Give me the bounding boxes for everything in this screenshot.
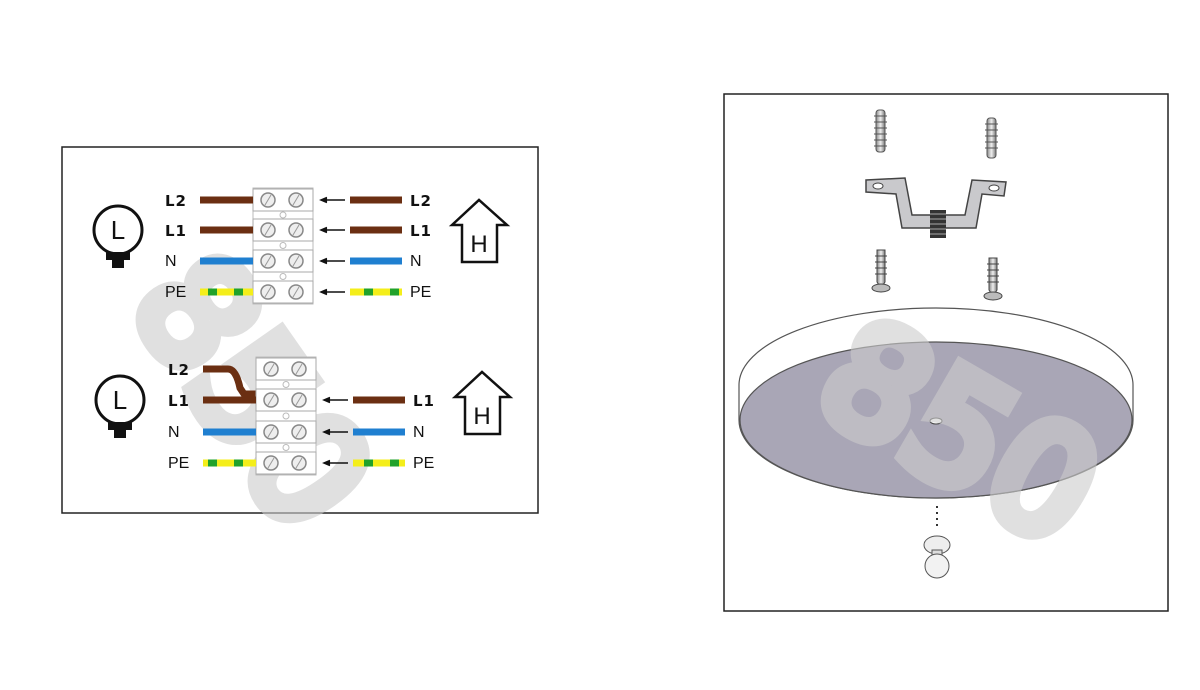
left-wire [203, 396, 256, 404]
house-icon [451, 370, 514, 436]
terminal-screw-slot [292, 194, 300, 206]
arrow-icon [322, 428, 348, 436]
left-wire [200, 288, 253, 296]
terminal-hole [282, 381, 290, 388]
house-letter: H [470, 231, 487, 258]
right-wire-label: N [413, 424, 425, 441]
right-wire-label: L1 [413, 392, 435, 410]
wall-plug-icon [985, 117, 998, 159]
terminal-screw-slot [292, 255, 300, 267]
left-wire-label: L1 [168, 392, 190, 410]
house-letter: H [473, 403, 490, 430]
arrow-icon [319, 226, 345, 234]
terminal-screw-slot [267, 457, 275, 469]
terminal-screw-slot [295, 363, 303, 375]
right-wire [353, 428, 405, 436]
terminal-screw-slot [267, 394, 275, 406]
terminal-screw-slot [292, 286, 300, 298]
right-wire [353, 396, 405, 404]
right-wire [353, 459, 405, 467]
left-wire-label: N [168, 424, 180, 441]
mounting-bracket-icon [865, 177, 1007, 238]
left-wire [203, 459, 256, 467]
right-wire [350, 226, 402, 234]
left-wire [200, 257, 253, 265]
screw-icon [871, 249, 891, 293]
terminal-hole [279, 242, 287, 249]
left-wire-label: PE [168, 455, 189, 472]
right-wire-label: N [410, 253, 422, 270]
right-wire-label: PE [413, 455, 434, 472]
left-wire-label: L2 [165, 192, 187, 210]
left-wire [203, 428, 256, 436]
right-wire-label: PE [410, 284, 431, 301]
terminal-hole [282, 444, 290, 451]
arrow-icon [322, 459, 348, 467]
terminal-screw-slot [295, 457, 303, 469]
screw-icon [983, 257, 1003, 301]
terminal-screw-slot [264, 194, 272, 206]
terminal-screw-slot [264, 286, 272, 298]
terminal-screw-slot [267, 426, 275, 438]
lamp-base-icon [108, 422, 132, 438]
right-wire [350, 196, 402, 204]
arrow-icon [319, 288, 345, 296]
right-wire [350, 288, 402, 296]
finial-knob-icon [923, 535, 951, 579]
terminal-hole [279, 273, 287, 280]
lamp-letter: L [111, 215, 125, 245]
left-wire-label: L2 [168, 361, 190, 379]
wall-plug-icon [874, 109, 887, 153]
mounting-diagram-panel: 850 [723, 93, 1169, 612]
left-wire-label: PE [165, 284, 186, 301]
left-wire [200, 226, 253, 234]
terminal-screw-slot [267, 363, 275, 375]
lamp-letter: L [113, 385, 127, 415]
terminal-screw-slot [295, 426, 303, 438]
left-wire [200, 196, 253, 204]
left-wire-label: N [165, 253, 177, 270]
terminal-screw-slot [295, 394, 303, 406]
right-wire-label: L2 [410, 192, 432, 210]
terminal-hole [282, 412, 290, 420]
arrow-icon [322, 396, 348, 404]
house-icon [448, 198, 511, 264]
ceiling-canopy-disc [738, 307, 1134, 499]
lamp-base-icon [106, 252, 130, 268]
right-wire [350, 257, 402, 265]
terminal-screw-slot [264, 224, 272, 236]
left-wire-label: L1 [165, 222, 187, 240]
right-wire-label: L1 [410, 222, 432, 240]
left-wire [203, 365, 256, 398]
arrow-icon [319, 257, 345, 265]
terminal-screw-slot [264, 255, 272, 267]
terminal-hole [279, 211, 287, 219]
terminal-screw-slot [292, 224, 300, 236]
arrow-icon [319, 196, 345, 204]
